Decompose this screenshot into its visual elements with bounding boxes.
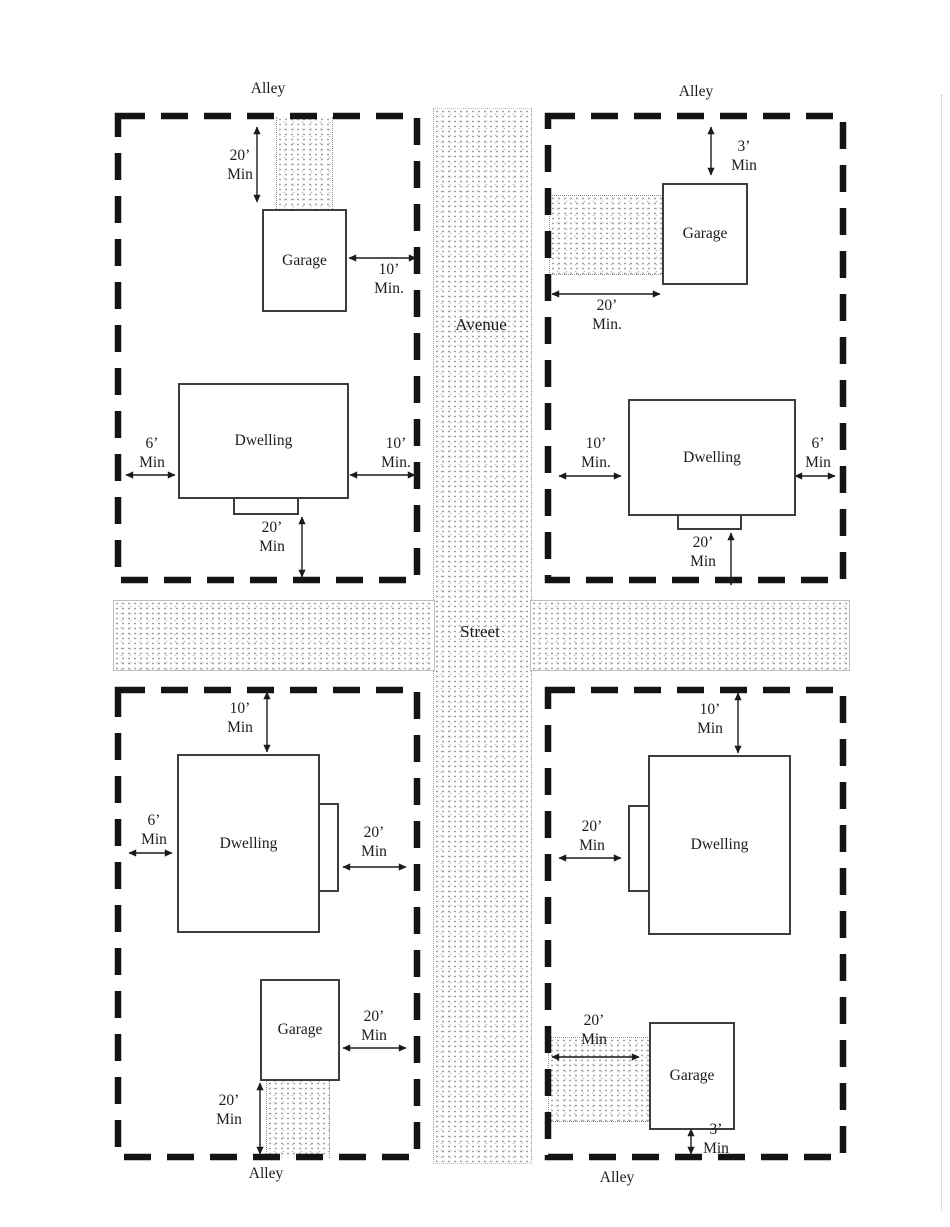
dwelling-label: Dwelling [683, 448, 741, 466]
garage-box-top-right: Garage [662, 183, 748, 285]
dim-tl-garage-side: 10’ Min. [374, 261, 404, 298]
garage-label: Garage [282, 251, 327, 269]
driveway-bottom-right [548, 1037, 650, 1122]
dim-bl-garage-side: 20’ Min [361, 1008, 387, 1045]
dim-line2: Min [731, 156, 757, 174]
alley-label-top-right: Alley [678, 83, 714, 100]
dim-bl-garage-rear: 20’ Min [216, 1092, 242, 1129]
dwelling-box-bottom-left: Dwelling [177, 754, 320, 933]
dim-line1: 20’ [581, 818, 603, 835]
dim-br-dwelling-side: 20’ Min [579, 818, 605, 855]
dim-line2: Min [703, 1139, 729, 1157]
dim-line1: 6’ [147, 812, 161, 829]
dim-line2: Min. [381, 453, 411, 471]
dim-line1: 20’ [363, 1008, 385, 1025]
driveway-bottom-left [266, 1076, 330, 1158]
garage-label: Garage [682, 225, 728, 242]
alley-label-bottom-left: Alley [248, 1165, 284, 1182]
dim-bl-front: 10’ Min [227, 700, 253, 737]
dim-tr-dwelling-right: 6’ Min [805, 435, 831, 472]
dim-bl-dwelling-side: 20’ Min [361, 824, 387, 861]
dim-line2: Min. [592, 315, 622, 333]
alley-label-bottom-right: Alley [599, 1169, 635, 1186]
dim-bl-dwelling-left: 6’ Min [141, 812, 167, 849]
dim-tl-garage-rear: 20’ Min [227, 147, 253, 184]
dim-line2: Min [227, 718, 253, 736]
dim-line2: Min [141, 830, 167, 848]
driveway-top-right [549, 195, 663, 275]
dim-line1: 6’ [145, 435, 159, 452]
garage-box-bottom-right: Garage [649, 1022, 735, 1130]
dwelling-label: Dwelling [234, 432, 293, 449]
dwelling-label: Dwelling [690, 836, 749, 853]
dim-line1: 20’ [229, 147, 251, 164]
avenue-road [433, 108, 532, 1164]
dim-tr-dwelling-left: 10’ Min. [581, 435, 611, 472]
dim-line1: 20’ [363, 824, 385, 841]
garage-box-bottom-left: Garage [260, 979, 340, 1081]
dim-line1: 6’ [811, 435, 825, 452]
dim-line2: Min [581, 1030, 607, 1048]
dim-line2: Min [361, 1026, 387, 1044]
dim-line1: 20’ [583, 1012, 605, 1029]
dim-line1: 3’ [737, 138, 751, 155]
dim-line1: 10’ [378, 261, 400, 278]
driveway-top-left [276, 117, 333, 211]
dim-line1: 10’ [229, 700, 251, 717]
dim-tr-driveway: 20’ Min. [592, 297, 622, 334]
garage-label: Garage [277, 1021, 323, 1038]
garage-label: Garage [669, 1067, 715, 1084]
dim-br-garage-rear: 3’ Min [703, 1121, 729, 1158]
street-road-left [113, 600, 435, 671]
dwelling-label: Dwelling [219, 834, 278, 852]
dim-line1: 20’ [596, 297, 618, 314]
dim-line1: 20’ [218, 1092, 240, 1109]
dim-br-driveway: 20’ Min [581, 1012, 607, 1049]
dim-line2: Min [805, 453, 831, 471]
dim-line2: Min. [374, 279, 404, 297]
avenue-label: Avenue [455, 315, 507, 334]
street-label: Street [460, 622, 500, 641]
dwelling-box-top-left: Dwelling [178, 383, 349, 499]
dim-line2: Min [697, 719, 723, 737]
dim-br-front: 10’ Min [697, 701, 723, 738]
alley-label-top-left: Alley [250, 80, 286, 97]
dim-line1: 10’ [585, 435, 607, 452]
dim-line1: 3’ [709, 1121, 723, 1138]
dim-line2: Min [216, 1110, 242, 1128]
dim-line1: 10’ [699, 701, 721, 718]
dim-line2: Min [259, 537, 285, 555]
dim-tl-dwelling-left: 6’ Min [139, 435, 165, 472]
dim-tl-dwelling-right: 10’ Min. [381, 435, 411, 472]
dim-line1: 10’ [385, 435, 407, 452]
street-road-right [530, 600, 850, 671]
dim-tr-garage-rear: 3’ Min [731, 138, 757, 175]
dim-line2: Min [690, 552, 716, 570]
dim-line2: Min [139, 453, 165, 471]
dim-line2: Min [361, 842, 387, 860]
dim-line1: 20’ [692, 534, 714, 551]
dim-tl-front: 20’ Min [259, 519, 285, 556]
dim-line2: Min [227, 165, 253, 183]
dim-line2: Min. [581, 453, 611, 471]
dwelling-box-bottom-right: Dwelling [648, 755, 791, 935]
dim-line2: Min [579, 836, 605, 854]
garage-box-top-left: Garage [262, 209, 347, 312]
scan-edge-artifact [941, 95, 942, 1210]
dwelling-box-top-right: Dwelling [628, 399, 796, 516]
dim-line1: 20’ [261, 519, 283, 536]
dim-tr-front: 20’ Min [690, 534, 716, 571]
